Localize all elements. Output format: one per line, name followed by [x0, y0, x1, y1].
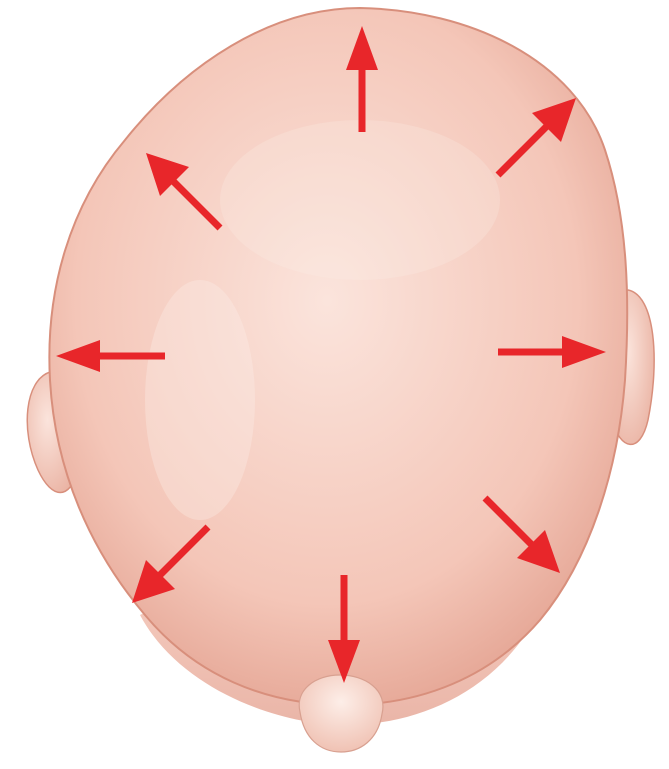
highlight-top: [220, 120, 500, 280]
nose: [299, 675, 383, 752]
highlight-left: [145, 280, 255, 520]
